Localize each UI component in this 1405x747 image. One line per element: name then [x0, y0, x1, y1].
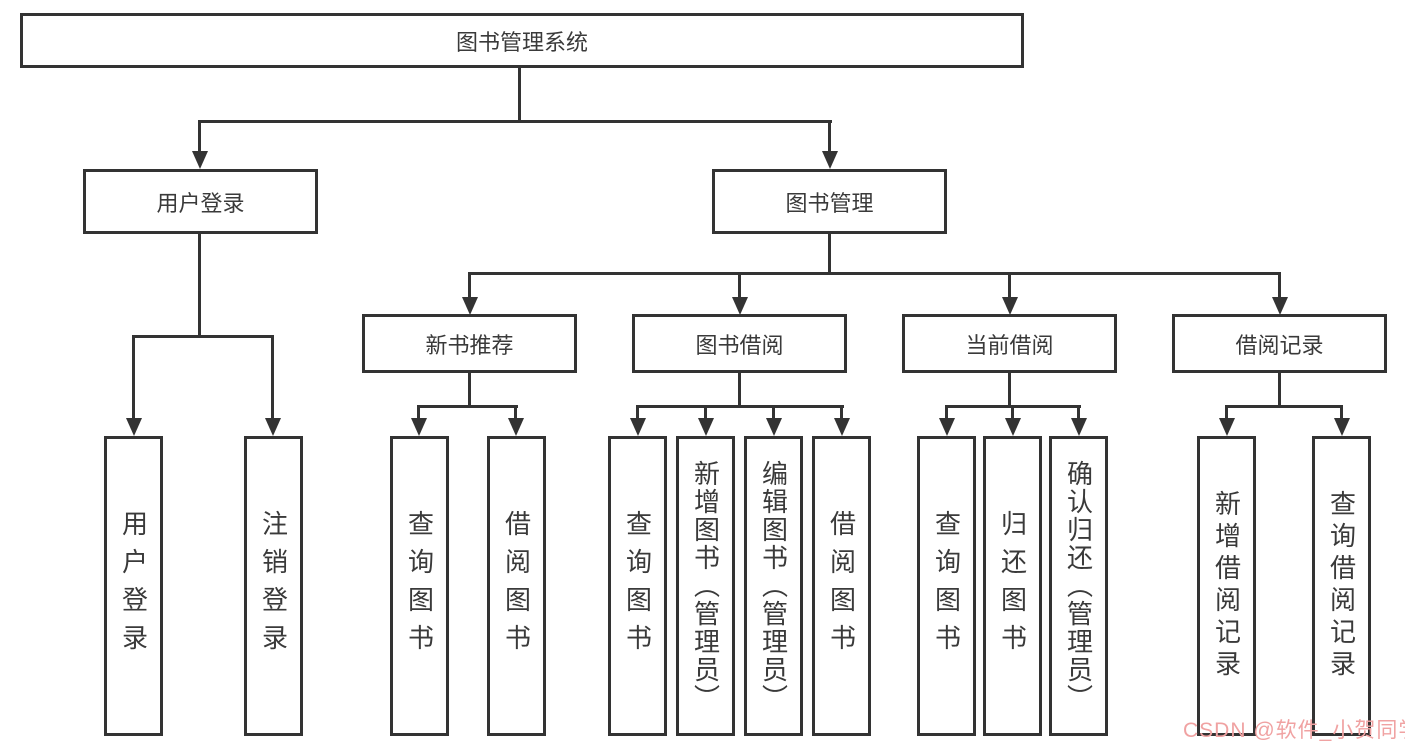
connector-book-mgmt-drop — [828, 234, 831, 274]
connector-leaf — [840, 405, 843, 419]
connector-user-login-bus — [132, 335, 274, 338]
node-label: 编辑图书（管理员） — [758, 460, 789, 712]
node-confirm-return-admin: 确认归还（管理员） — [1049, 436, 1108, 736]
node-label: 查询图书 — [622, 510, 653, 662]
node-label: 注销登录 — [258, 510, 289, 662]
node-label: 确认归还（管理员） — [1063, 460, 1094, 712]
arrowhead-down-icon — [1005, 418, 1021, 436]
connector-to-book-borrowing — [738, 272, 741, 298]
node-label: 新增图书（管理员） — [690, 460, 721, 712]
arrowhead-down-icon — [630, 418, 646, 436]
arrowhead-down-icon — [766, 418, 782, 436]
node-borrow-books-recommend: 借阅图书 — [487, 436, 546, 736]
connector-leaf — [1225, 405, 1228, 419]
connector-to-user-login — [198, 120, 201, 152]
connector-group-drop — [468, 373, 471, 407]
arrowhead-down-icon — [1002, 297, 1018, 315]
node-book-management: 图书管理 — [712, 169, 947, 234]
connector-leaf — [417, 405, 420, 419]
node-label: 归还图书 — [997, 510, 1028, 662]
node-label: 查询图书 — [931, 510, 962, 662]
node-search-borrow-record: 查询借阅记录 — [1312, 436, 1371, 736]
node-label: 查询图书 — [404, 510, 435, 662]
connector-group-drop — [738, 373, 741, 407]
node-add-books-admin: 新增图书（管理员） — [676, 436, 735, 736]
node-book-borrowing: 图书借阅 — [632, 314, 847, 373]
connector-book-mgmt-bus — [468, 272, 1281, 275]
connector-to-login-leaf — [132, 335, 135, 420]
connector-group-bus — [636, 405, 844, 408]
arrowhead-down-icon — [462, 297, 478, 315]
connector-leaf — [1011, 405, 1014, 419]
connector-leaf — [945, 405, 948, 419]
arrowhead-down-icon — [1219, 418, 1235, 436]
arrowhead-down-icon — [192, 151, 208, 169]
arrowhead-down-icon — [939, 418, 955, 436]
connector-leaf — [772, 405, 775, 419]
connector-root-bus — [198, 120, 832, 123]
connector-to-book-management — [828, 120, 831, 152]
node-label: 查询借阅记录 — [1326, 490, 1357, 682]
arrowhead-down-icon — [732, 297, 748, 315]
node-return-books: 归还图书 — [983, 436, 1042, 736]
connector-leaf — [1077, 405, 1080, 419]
node-search-books-recommend: 查询图书 — [390, 436, 449, 736]
connector-to-logout-leaf — [271, 335, 274, 420]
node-logout-action: 注销登录 — [244, 436, 303, 736]
arrowhead-down-icon — [1071, 418, 1087, 436]
connector-root-drop — [518, 68, 521, 120]
arrowhead-down-icon — [265, 418, 281, 436]
arrowhead-down-icon — [1272, 297, 1288, 315]
connector-to-borrow-records — [1278, 272, 1281, 298]
node-search-books-current: 查询图书 — [917, 436, 976, 736]
connector-group-drop — [1278, 373, 1281, 407]
arrowhead-down-icon — [411, 418, 427, 436]
arrowhead-down-icon — [1334, 418, 1350, 436]
node-label: 新增借阅记录 — [1211, 490, 1242, 682]
connector-leaf — [636, 405, 639, 419]
node-current-borrowing: 当前借阅 — [902, 314, 1117, 373]
node-edit-books-admin: 编辑图书（管理员） — [744, 436, 803, 736]
node-label: 借阅图书 — [501, 510, 532, 662]
arrowhead-down-icon — [126, 418, 142, 436]
arrowhead-down-icon — [508, 418, 524, 436]
node-login-action: 用户登录 — [104, 436, 163, 736]
node-new-book-recommendation: 新书推荐 — [362, 314, 577, 373]
node-add-borrow-record: 新增借阅记录 — [1197, 436, 1256, 736]
connector-group-drop — [1008, 373, 1011, 407]
connector-user-login-drop — [198, 234, 201, 335]
connector-leaf — [1340, 405, 1343, 419]
node-search-books-borrowing: 查询图书 — [608, 436, 667, 736]
connector-to-current-borrowing — [1008, 272, 1011, 298]
arrowhead-down-icon — [834, 418, 850, 436]
node-borrowing-records: 借阅记录 — [1172, 314, 1387, 373]
arrowhead-down-icon — [698, 418, 714, 436]
node-label: 借阅图书 — [826, 510, 857, 662]
connector-leaf — [704, 405, 707, 419]
connector-group-bus — [1225, 405, 1343, 408]
connector-leaf — [514, 405, 517, 419]
node-library-system: 图书管理系统 — [20, 13, 1024, 68]
node-borrow-books-borrowing: 借阅图书 — [812, 436, 871, 736]
connector-to-new-book — [468, 272, 471, 298]
connector-group-bus — [417, 405, 518, 408]
arrowhead-down-icon — [822, 151, 838, 169]
node-label: 用户登录 — [118, 510, 149, 662]
csdn-watermark: CSDN @软件_小贺同学 — [1183, 719, 1405, 742]
node-user-login: 用户登录 — [83, 169, 318, 234]
